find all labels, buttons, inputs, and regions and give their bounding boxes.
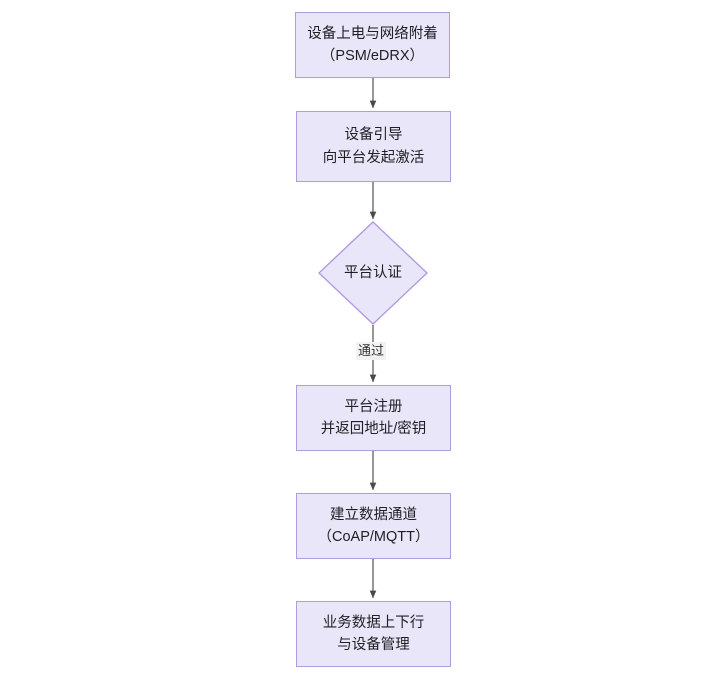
node-label-line1: 建立数据通道 <box>330 506 417 523</box>
node-business-data[interactable]: 业务数据上下行 与设备管理 <box>296 601 451 667</box>
node-label-line1: 平台认证 <box>344 264 402 281</box>
node-label-line1: 平台注册 <box>344 398 403 415</box>
node-platform-authentication[interactable]: 平台认证 <box>318 221 428 325</box>
node-device-bootstrap[interactable]: 设备引导 向平台发起激活 <box>296 111 451 182</box>
node-label-line1: 业务数据上下行 <box>322 614 425 631</box>
node-label-line1: 设备引导 <box>344 127 403 144</box>
node-label-line2: （CoAP/MQTT） <box>317 529 430 545</box>
node-label-line2: 向平台发起激活 <box>322 149 425 166</box>
node-device-power-on[interactable]: 设备上电与网络附着 （PSM/eDRX） <box>295 12 450 78</box>
node-platform-registration[interactable]: 平台注册 并返回地址/密钥 <box>296 385 451 451</box>
diamond-shape <box>318 221 428 325</box>
node-data-channel[interactable]: 建立数据通道 （CoAP/MQTT） <box>296 493 451 559</box>
node-label-line2: 与设备管理 <box>337 637 410 653</box>
edge-label-pass: 通过 <box>356 342 387 360</box>
node-label-line2: （PSM/eDRX） <box>320 48 425 64</box>
edge-label-text: 通过 <box>358 343 385 358</box>
node-label-line2: 并返回地址/密钥 <box>320 421 427 437</box>
node-label-line1: 设备上电与网络附着 <box>307 25 438 42</box>
